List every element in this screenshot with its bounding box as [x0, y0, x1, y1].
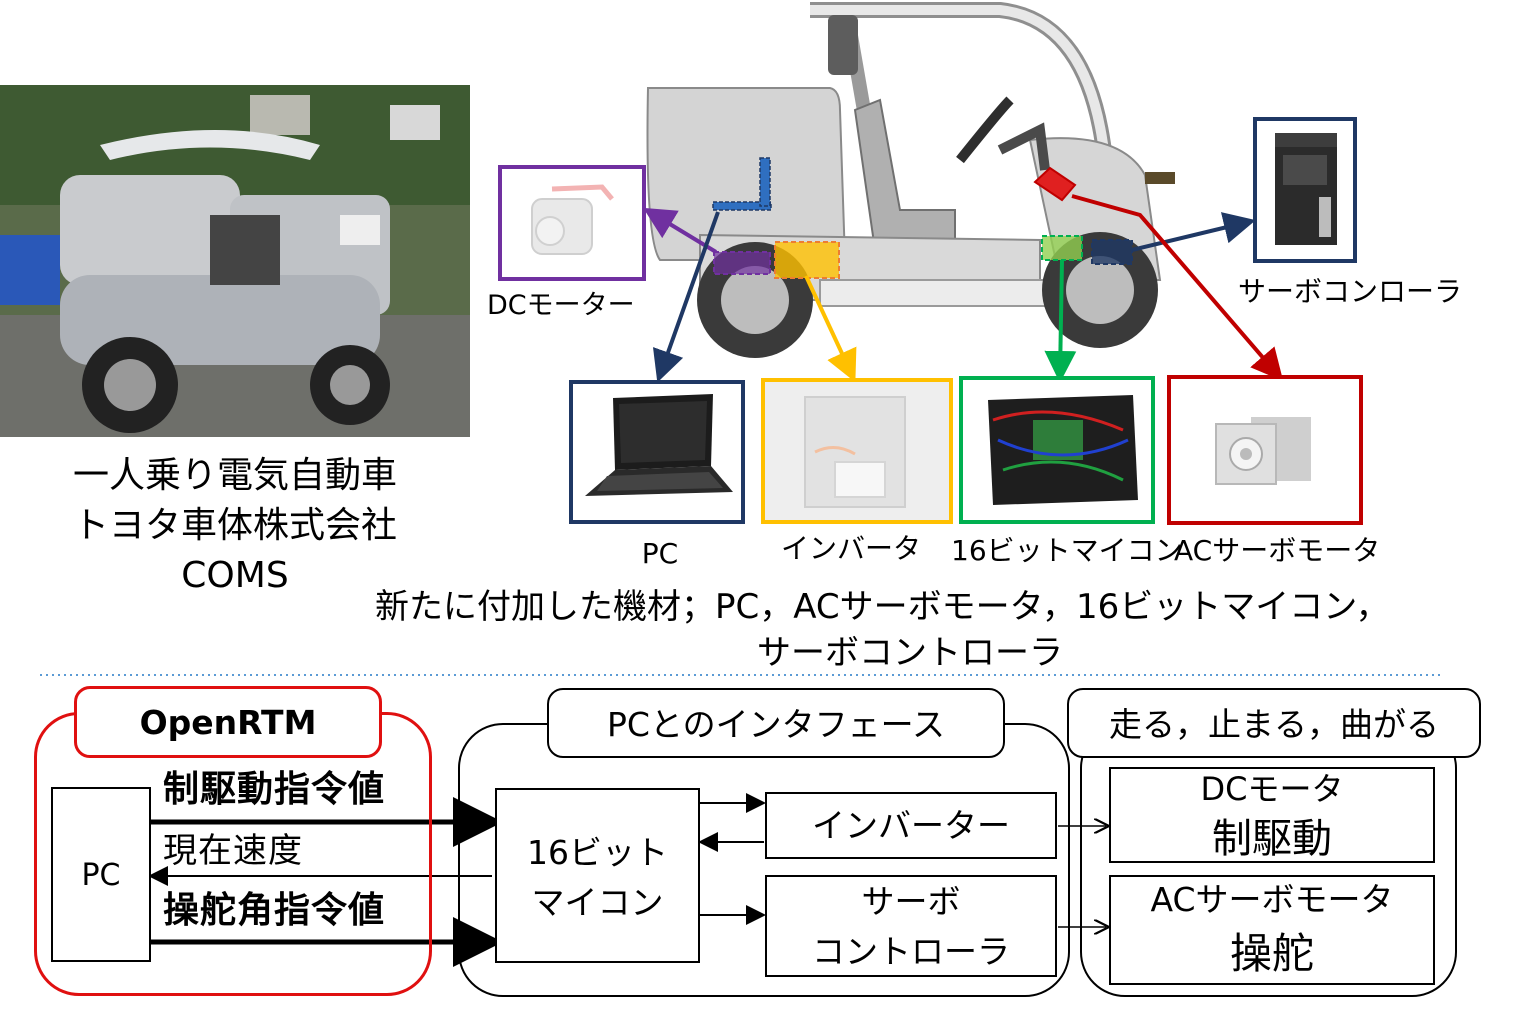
openrtm-title: OpenRTM: [74, 686, 382, 758]
added-equipment-line2: サーボコントローラ: [757, 633, 1063, 673]
added-equipment-line1: 新たに付加した機材；PC，ACサーボモータ，16ビットマイコン，: [375, 587, 1390, 627]
inverter-image: [761, 378, 953, 524]
microcontroller-line2: マイコン: [531, 883, 664, 922]
ac-servo-motor-line2: 操舵: [1229, 929, 1314, 978]
label-dc-motor: DCモーター: [487, 290, 635, 321]
servo-controller-block: サーボ コントローラ: [765, 875, 1057, 977]
interface-title-text: PCとのインタフェース: [607, 705, 945, 744]
inverter-block-label: インバーター: [812, 806, 1010, 845]
openrtm-title-text: OpenRTM: [139, 703, 317, 742]
label-microcontroller: 16ビットマイコン: [951, 534, 1183, 567]
dc-motor-line2: 制駆動: [1212, 816, 1332, 862]
pc-block-label: PC: [81, 858, 121, 893]
vehicle-caption-line2: トヨタ車体株式会社: [72, 505, 397, 546]
vehicle-caption-line1: 一人乗り電気自動車: [72, 455, 397, 496]
pc-block: PC: [51, 787, 151, 962]
servo-controller-image: [1253, 117, 1357, 263]
servo-controller-line1: サーボ: [861, 882, 961, 921]
signal-current-speed: 現在速度: [163, 831, 303, 871]
dc-motor-image: [498, 165, 646, 281]
label-servo-controller: サーボコンローラ: [1238, 275, 1463, 308]
label-pc: PC: [641, 537, 679, 570]
vehicle-caption-line3: COMS: [181, 555, 289, 596]
microcontroller-block: 16ビット マイコン: [495, 788, 700, 963]
vehicle-photo: [0, 85, 470, 437]
microcontroller-line1: 16ビット: [527, 833, 668, 872]
drive-title-text: 走る，止まる，曲がる: [1109, 705, 1439, 744]
dc-motor-line1: DCモータ: [1200, 770, 1344, 808]
label-ac-servo-motor: ACサーボモータ: [1174, 534, 1381, 567]
ac-servo-motor-image: [1167, 375, 1363, 525]
drive-title: 走る，止まる，曲がる: [1067, 688, 1481, 758]
ac-servo-motor-block: ACサーボモータ 操舵: [1109, 875, 1435, 985]
microcontroller-image: [959, 376, 1155, 524]
inverter-block: インバーター: [765, 792, 1057, 859]
ac-servo-motor-line1: ACサーボモータ: [1150, 880, 1394, 919]
dc-motor-block: DCモータ 制駆動: [1109, 767, 1435, 863]
signal-steer-command: 操舵角指令値: [163, 890, 386, 931]
servo-controller-line2: コントローラ: [812, 932, 1010, 971]
label-inverter: インバータ: [780, 532, 921, 565]
signal-drive-command: 制駆動指令値: [163, 769, 386, 810]
interface-title: PCとのインタフェース: [547, 688, 1005, 758]
pc-image: [569, 380, 745, 524]
